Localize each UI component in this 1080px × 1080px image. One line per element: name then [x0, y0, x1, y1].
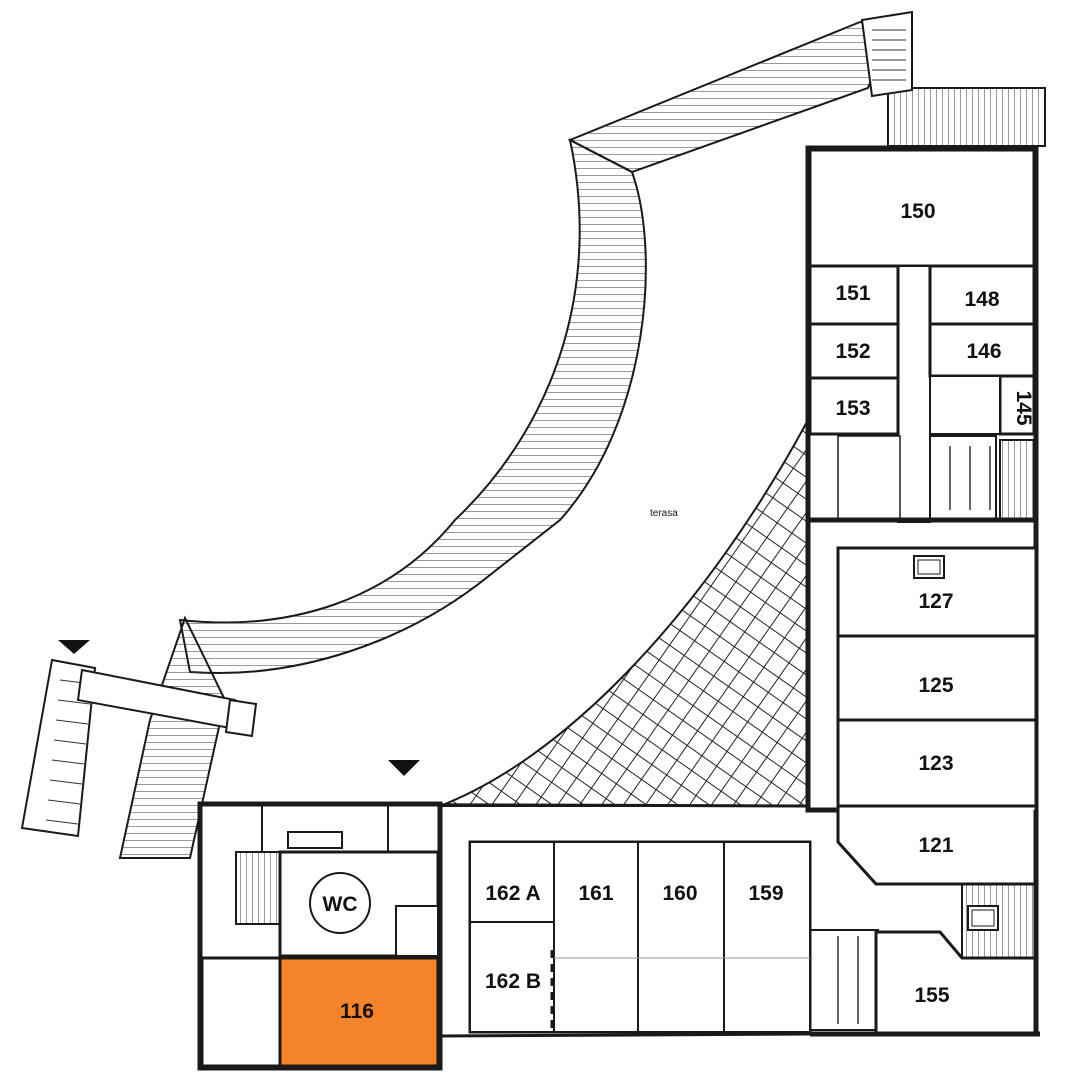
room-label-148: 148	[964, 288, 999, 311]
south-block	[468, 840, 812, 1034]
entrance-marker-icon	[58, 640, 90, 654]
room-151[interactable]	[808, 264, 900, 326]
restroom-block	[809, 929, 879, 1031]
room-116[interactable]	[278, 956, 440, 1068]
room-label-155: 155	[914, 984, 949, 1007]
room-label-123: 123	[918, 752, 953, 775]
elevator-icon	[913, 555, 945, 579]
room-label-121: 121	[918, 834, 953, 857]
room-159[interactable]	[723, 841, 811, 1033]
room-153[interactable]	[808, 376, 900, 436]
room-label-162b: 162 B	[485, 970, 541, 993]
south-east-block	[809, 810, 1040, 1037]
room-label-160: 160	[662, 882, 697, 905]
terrace-label: terasa	[650, 508, 678, 519]
room-label-159: 159	[748, 882, 783, 905]
room-146[interactable]	[928, 322, 1036, 378]
room-label-151: 151	[835, 282, 870, 305]
room-label-161: 161	[578, 882, 613, 905]
room-148[interactable]	[928, 264, 1036, 326]
east-block	[805, 517, 1039, 886]
curved-stair-band	[178, 10, 1046, 674]
room-labels: 150 151 148 152 146 153 145 127 125 123 …	[323, 200, 1036, 1023]
left-entrance-stair	[20, 640, 258, 838]
room-label-127: 127	[918, 590, 953, 613]
room-150[interactable]	[808, 148, 1036, 268]
room-label-146: 146	[966, 340, 1001, 363]
room-162b[interactable]	[469, 921, 555, 1033]
elevator-icon	[967, 905, 999, 931]
room-label-125: 125	[918, 674, 953, 697]
room-label-145: 145	[1012, 390, 1035, 425]
restroom-block	[929, 435, 997, 521]
room-160[interactable]	[637, 841, 725, 1033]
right-wing	[805, 145, 1039, 523]
room-125[interactable]	[836, 634, 1038, 722]
room-label-116: 116	[340, 1000, 374, 1023]
south-west-block	[197, 801, 443, 1071]
wc-label: WC	[323, 893, 358, 916]
room-121[interactable]	[836, 804, 1038, 886]
stairs-icon	[235, 851, 281, 925]
room-label-150: 150	[900, 200, 935, 223]
restroom-block	[929, 375, 1001, 435]
room-161[interactable]	[553, 841, 639, 1033]
entrance-marker-icon	[388, 760, 420, 776]
terrace: terasa	[439, 419, 809, 807]
room-123[interactable]	[836, 718, 1038, 808]
room-label-152: 152	[835, 340, 870, 363]
room-label-162a: 162 A	[485, 882, 540, 905]
room-label-153: 153	[835, 397, 870, 420]
room-152[interactable]	[808, 322, 900, 380]
